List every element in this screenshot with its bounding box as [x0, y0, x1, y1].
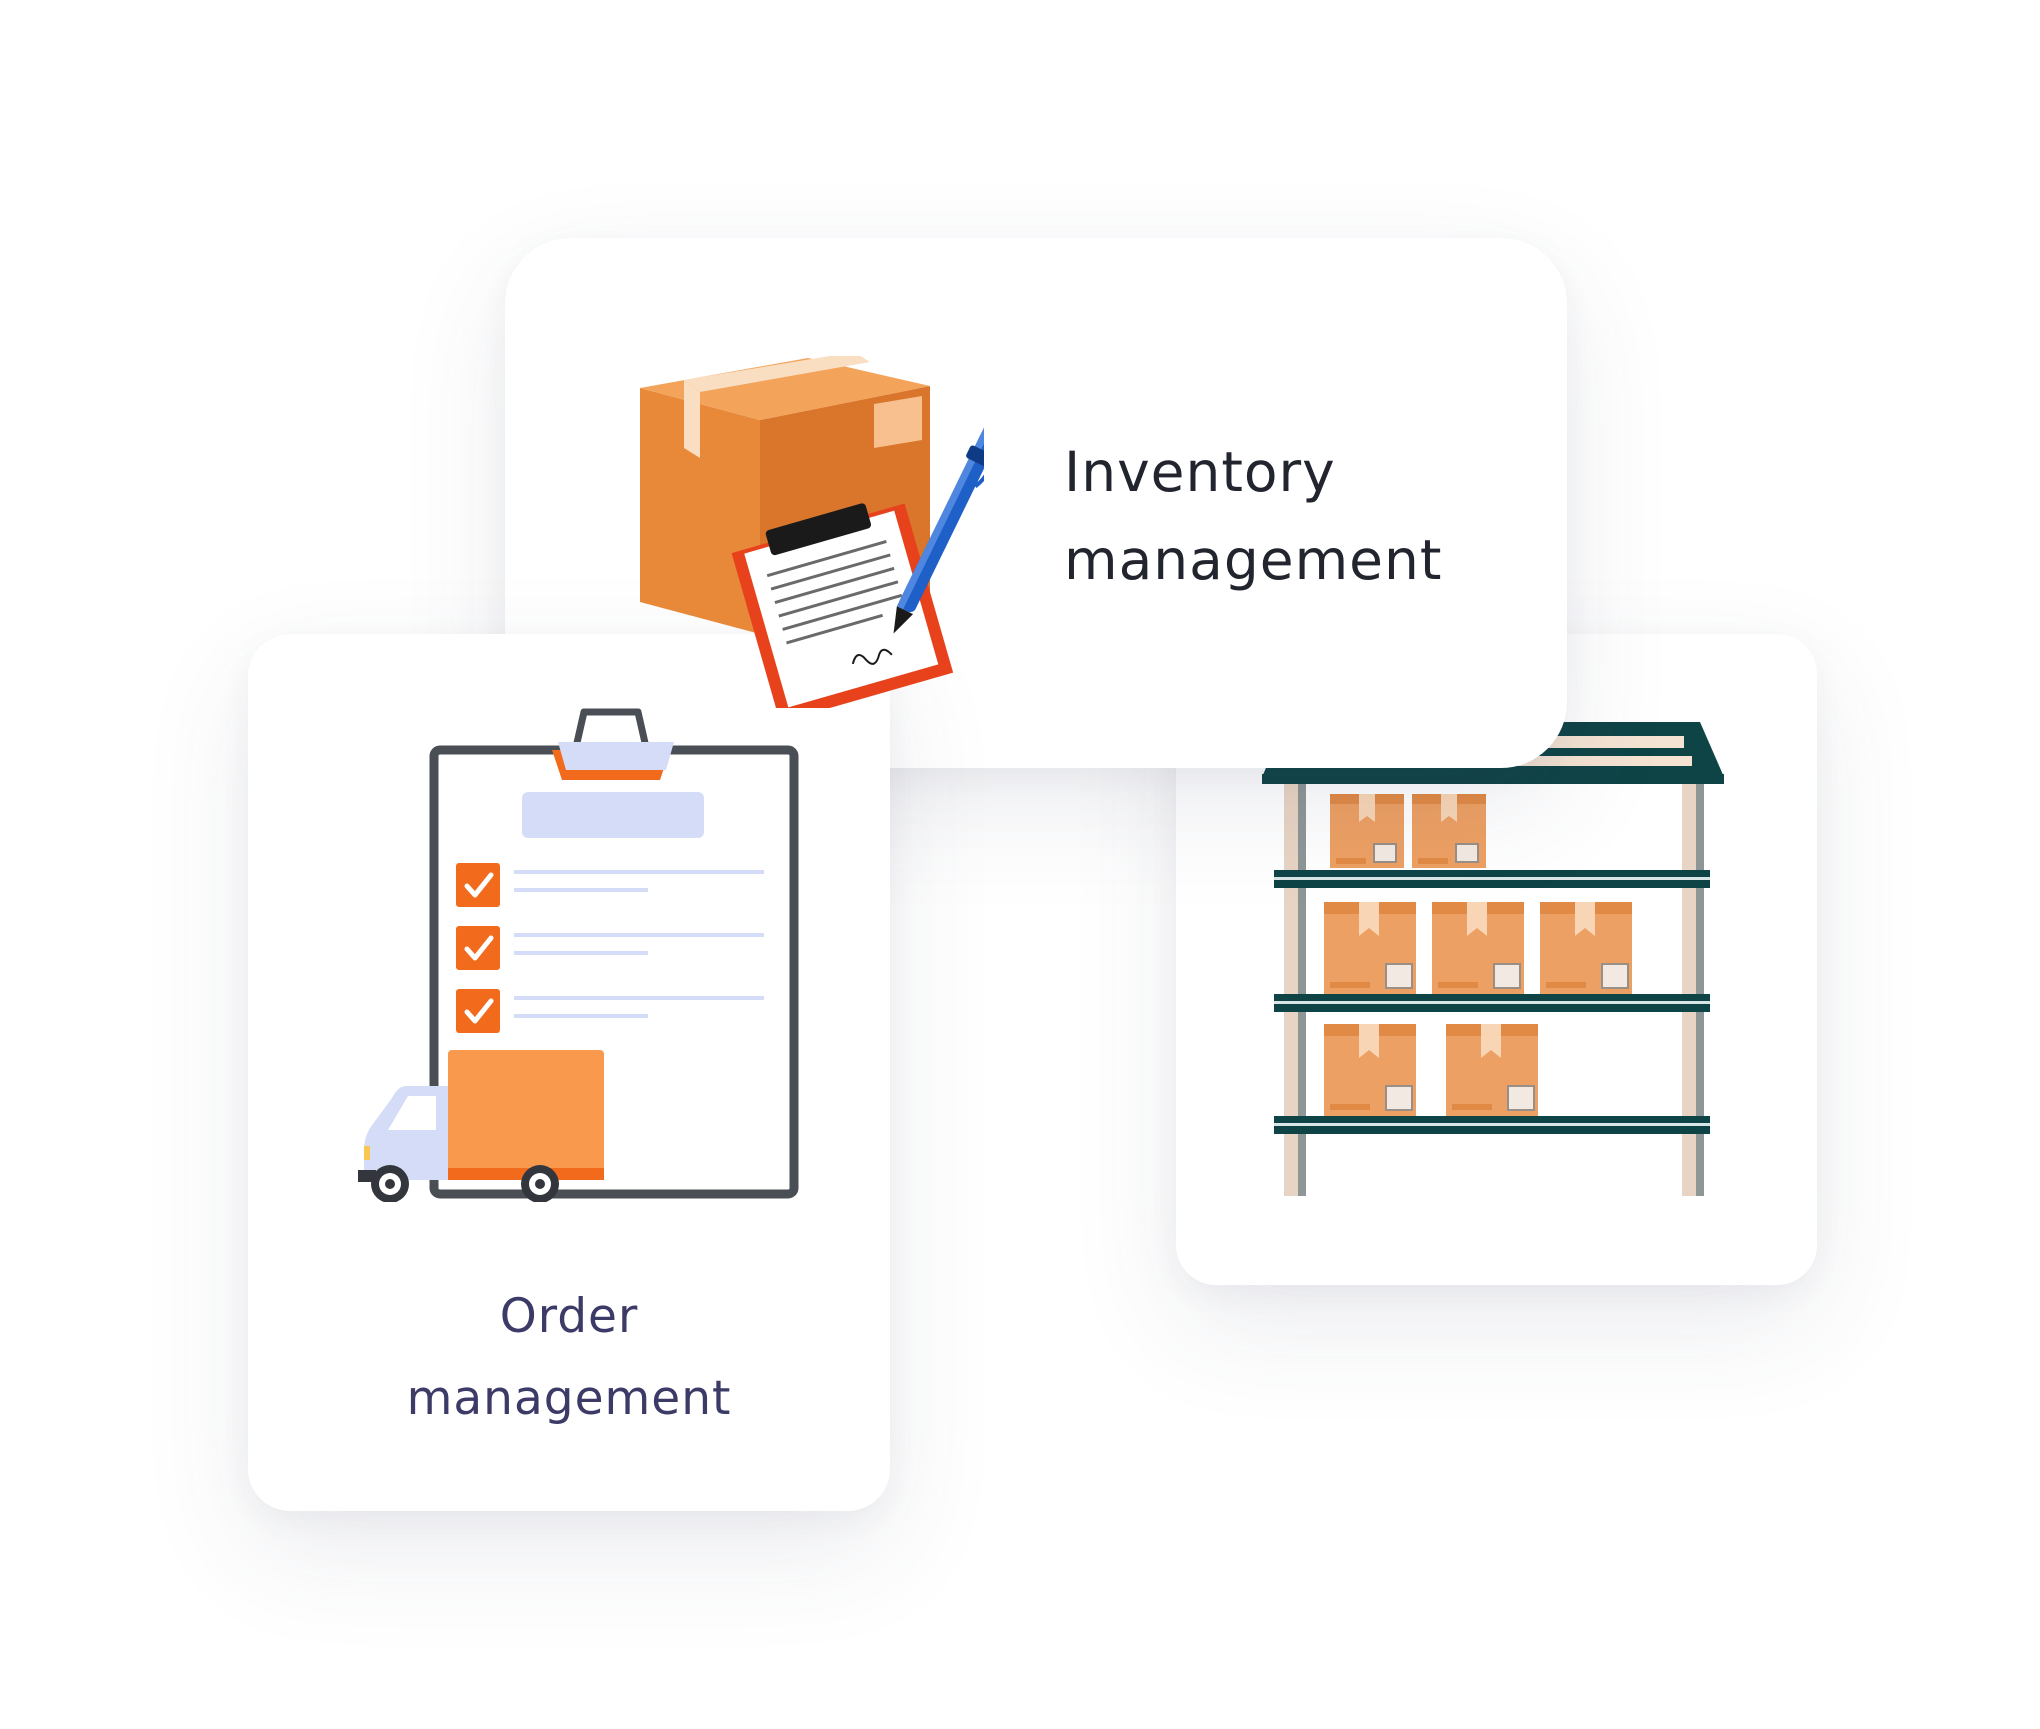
order-title-line-1: Order	[499, 1289, 639, 1344]
inventory-title-line-1: Inventory	[1064, 440, 1336, 504]
box-with-clipboard-icon	[640, 356, 984, 708]
order-title-line-2: management	[406, 1371, 732, 1426]
warehouse-shelf-icon	[1262, 722, 1724, 1196]
order-card-title: Order management	[248, 1276, 890, 1440]
inventory-title-line-2: management	[1064, 528, 1443, 592]
clipboard-checklist-truck-icon	[358, 708, 799, 1202]
inventory-card-title: Inventory management	[1064, 428, 1534, 604]
